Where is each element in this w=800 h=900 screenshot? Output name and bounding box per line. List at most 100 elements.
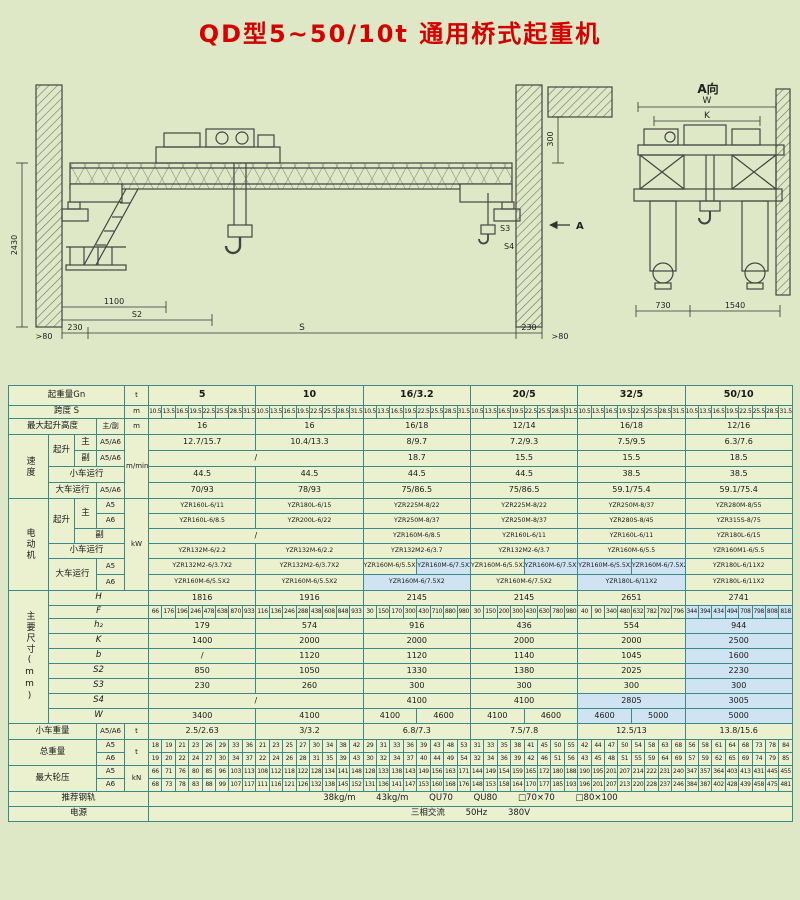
table-cell: 117	[241, 778, 257, 792]
table-cell: H	[47, 590, 150, 606]
dim-2430: 2430	[10, 235, 19, 255]
table-cell: 10.5	[148, 405, 163, 419]
table-cell: YZR225M-8/22	[362, 498, 471, 514]
table-cell: 260	[255, 678, 364, 694]
table-cell: 30	[308, 739, 324, 753]
table-cell: 30	[362, 752, 378, 766]
table-cell: 112	[268, 765, 284, 779]
table-cell: YZR160M-6/8.5	[362, 528, 471, 544]
table-cell: 1916	[255, 590, 364, 606]
table-cell: 59	[697, 752, 713, 766]
ceiling-hatch	[547, 86, 613, 118]
table-cell: 1045	[577, 648, 686, 664]
table-cell: 240	[671, 765, 686, 779]
hook-icon	[224, 163, 253, 255]
table-cell: 193	[563, 778, 579, 792]
table-cell: 2500	[684, 633, 793, 649]
table-cell: YZR160M-6/7.5X2	[416, 558, 471, 575]
table-cell: 64	[657, 752, 673, 766]
table-cell: 43	[429, 739, 445, 753]
table-cell: 1816	[148, 590, 257, 606]
table-cell: 796	[671, 605, 686, 619]
table-cell: 403	[724, 765, 740, 779]
table-cell: 190	[577, 765, 592, 779]
table-cell: 574	[255, 618, 364, 634]
table-cell: 31.5	[349, 405, 364, 419]
table-cell: 31	[469, 739, 485, 753]
table-cell: t	[124, 739, 150, 766]
table-cell: 25.5	[215, 405, 230, 419]
dim-230-left: 230	[67, 323, 82, 332]
table-cell: 436	[469, 618, 579, 634]
table-cell: 2000	[577, 633, 686, 649]
table-cell: 196	[577, 778, 592, 792]
table-cell: 1120	[255, 648, 364, 664]
table-cell: YZR160M-6/5.5X2	[469, 558, 525, 575]
table-cell: 18.7	[362, 450, 471, 467]
table-cell: 7.5/7.8	[469, 723, 579, 740]
table-cell: 54	[630, 739, 646, 753]
table-cell: 51	[617, 752, 632, 766]
table-cell: 180	[550, 765, 565, 779]
table-cell: YZR160M-6/7.5X2	[523, 558, 579, 575]
table-cell: 608	[322, 605, 337, 619]
table-cell: 246	[282, 605, 297, 619]
table-cell: 5000	[630, 708, 686, 724]
table-cell: 113	[241, 765, 257, 779]
table-cell: 13.5	[697, 405, 713, 419]
table-cell: 478	[201, 605, 217, 619]
table-cell: 111	[255, 778, 270, 792]
table-cell: 62	[711, 752, 726, 766]
table-cell: 848	[335, 605, 351, 619]
table-cell: 780	[550, 605, 565, 619]
table-cell: 22	[174, 752, 190, 766]
table-cell: YZR132M2-6/3.7X2	[255, 558, 364, 575]
table-cell: A5/A6	[95, 482, 126, 499]
table-cell: 288	[295, 605, 310, 619]
table-cell: 394	[697, 605, 713, 619]
table-cell: 10.5	[469, 405, 485, 419]
table-cell: 158	[496, 778, 512, 792]
table-cell: 28.5	[550, 405, 565, 419]
dim-s: S	[299, 323, 305, 333]
table-cell: 28.5	[443, 405, 458, 419]
table-cell: 58	[644, 739, 659, 753]
end-view	[633, 88, 791, 317]
table-cell: 48	[443, 739, 458, 753]
stairs	[65, 188, 139, 271]
table-cell: 主/副	[95, 418, 126, 435]
page-title: QD型5~50/10t 通用桥式起重机	[198, 20, 602, 48]
table-cell: 83	[188, 778, 203, 792]
table-cell: 10.5	[577, 405, 592, 419]
table-cell: 25.5	[322, 405, 337, 419]
table-cell: 31	[376, 739, 391, 753]
table-cell: 850	[148, 663, 257, 679]
table-cell: A6	[95, 513, 126, 529]
table-cell: 22.5	[308, 405, 324, 419]
table-cell: 73	[751, 739, 767, 753]
table-cell: 75/86.5	[469, 482, 579, 499]
table-cell: 27	[295, 739, 310, 753]
table-cell: 43	[349, 752, 364, 766]
table-cell: 22	[255, 752, 270, 766]
table-cell: 35	[322, 752, 337, 766]
table-cell: 153	[483, 778, 498, 792]
table-cell: 4600	[577, 708, 632, 724]
table-cell: 10.5	[684, 405, 699, 419]
table-cell: 44.5	[255, 466, 364, 483]
table-cell: 2145	[469, 590, 579, 606]
table-cell: 48	[604, 752, 619, 766]
table-cell: A5	[95, 498, 126, 514]
table-cell: 231	[657, 765, 673, 779]
table-cell: 22.5	[416, 405, 431, 419]
table-cell: t	[124, 385, 150, 406]
table-cell: 7.5/9.5	[577, 434, 686, 451]
table-cell: 134	[322, 765, 337, 779]
table-cell: 147	[402, 778, 418, 792]
table-cell: 200	[496, 605, 512, 619]
table-cell: 小车运行	[47, 543, 126, 559]
table-cell: YZR160L-6/11	[148, 498, 257, 514]
table-cell: 6.3/7.6	[684, 434, 793, 451]
table-cell: 880	[443, 605, 458, 619]
table-cell: 59.1/75.4	[577, 482, 686, 499]
